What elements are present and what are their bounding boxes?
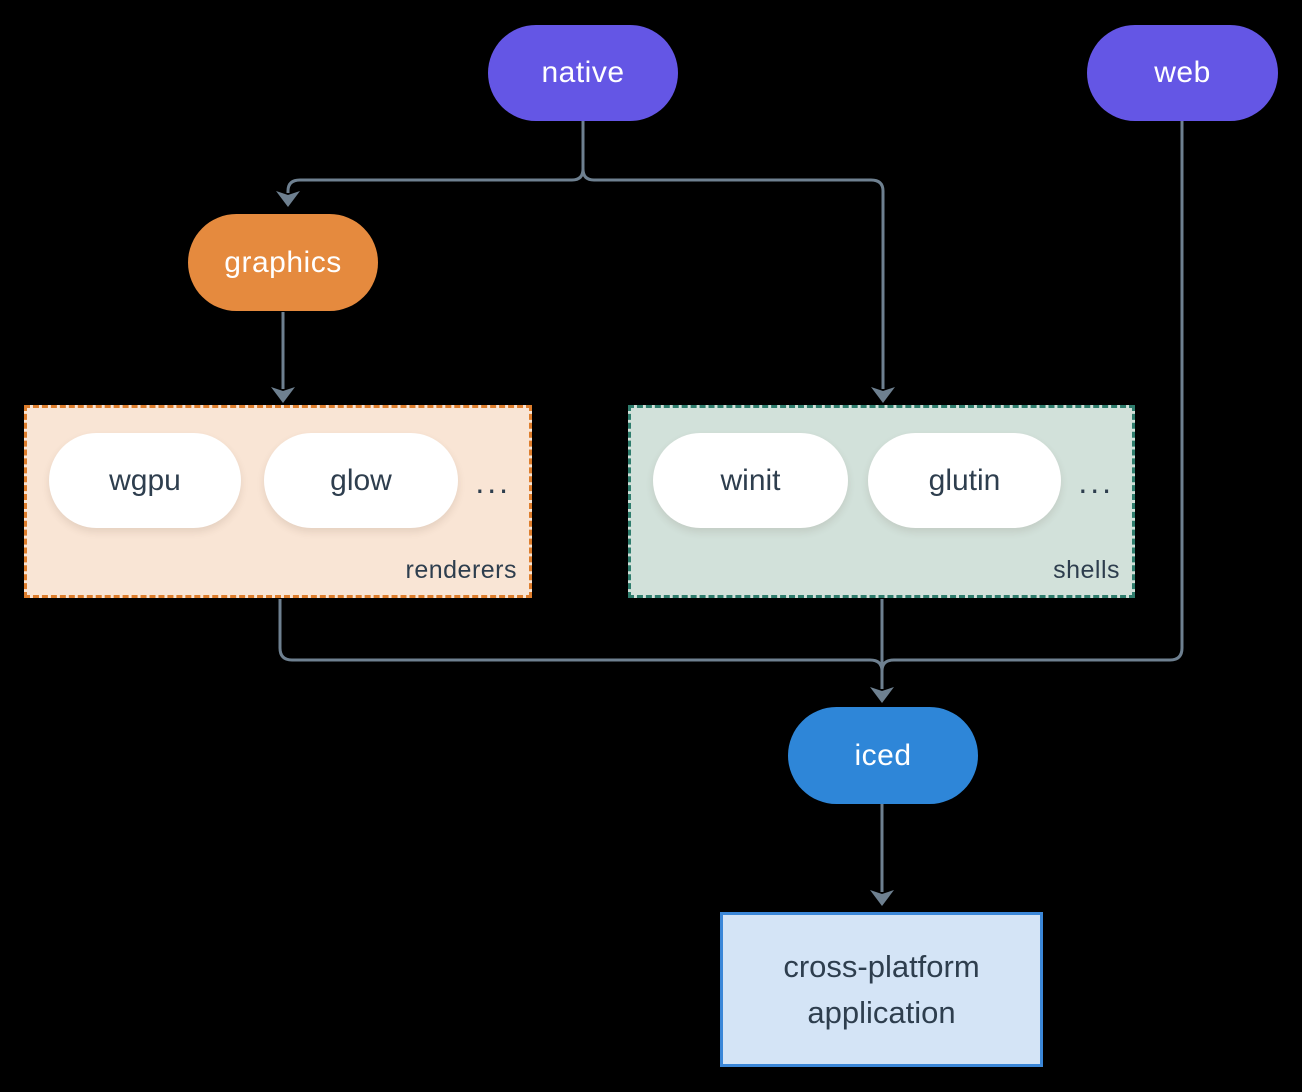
group-shells: winit glutin ... shells	[628, 405, 1135, 598]
node-web: web	[1087, 25, 1278, 121]
node-glow-label: glow	[330, 463, 392, 497]
node-glutin-label: glutin	[928, 463, 1001, 497]
arrowhead-into-renderers	[271, 387, 295, 403]
node-wgpu-label: wgpu	[109, 463, 181, 497]
node-winit-label: winit	[720, 463, 781, 497]
edge-native-graphics	[286, 121, 585, 193]
node-iced-label: iced	[854, 738, 912, 772]
arrowhead-into-app	[870, 890, 894, 906]
node-native-label: native	[541, 56, 625, 89]
arrowhead-into-shells	[871, 387, 895, 403]
node-wgpu: wgpu	[49, 433, 241, 528]
node-winit: winit	[653, 433, 848, 528]
node-glutin: glutin	[868, 433, 1061, 528]
shells-ellipsis: ...	[1078, 464, 1114, 500]
arrowhead-into-iced	[870, 687, 894, 703]
node-graphics: graphics	[188, 214, 378, 311]
renderers-group-label: renderers	[405, 556, 517, 584]
node-app-label: cross-platform application	[783, 948, 980, 1030]
node-iced: iced	[788, 707, 978, 804]
edge-renderers-iced	[278, 599, 884, 672]
node-cross-platform-application: cross-platform application	[720, 912, 1043, 1067]
shells-group-label: shells	[1053, 556, 1120, 584]
arrowhead-into-graphics	[276, 191, 300, 207]
node-glow: glow	[264, 433, 458, 528]
node-web-label: web	[1154, 56, 1211, 89]
node-graphics-label: graphics	[224, 245, 342, 279]
node-native: native	[488, 25, 678, 121]
group-renderers: wgpu glow ... renderers	[24, 405, 532, 598]
edge-native-shells	[581, 168, 885, 389]
renderers-ellipsis: ...	[475, 464, 511, 500]
